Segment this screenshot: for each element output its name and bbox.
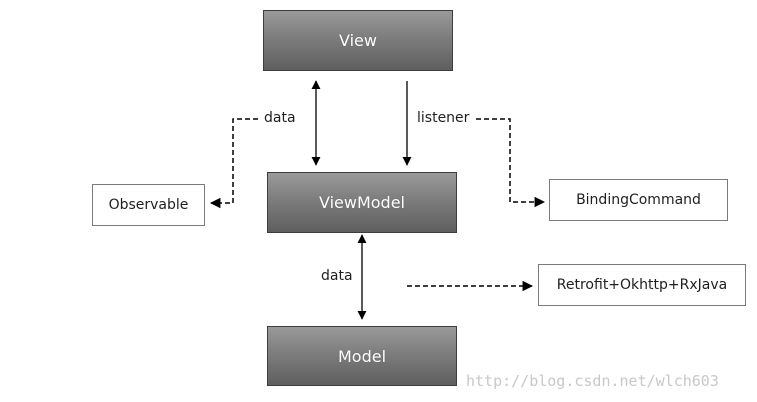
- model-box: Model: [267, 326, 457, 386]
- viewmodel-box-label: ViewModel: [318, 193, 405, 212]
- observable-box: Observable: [92, 184, 205, 226]
- viewmodel-box: ViewModel: [267, 172, 457, 233]
- watermark-url: http://blog.csdn.net/wlch603: [466, 372, 719, 390]
- view-box-label: View: [339, 31, 377, 50]
- binding-command-box: BindingCommand: [549, 179, 728, 221]
- data-label-top: data: [264, 110, 296, 126]
- network-layer-box-label: Retrofit+Okhttp+RxJava: [556, 277, 728, 293]
- listener-label: listener: [417, 110, 470, 126]
- model-box-label: Model: [337, 346, 387, 366]
- binding-command-box-label: BindingCommand: [576, 192, 701, 208]
- observable-box-label: Observable: [108, 197, 189, 213]
- view-box: View: [263, 10, 453, 71]
- network-layer-box: Retrofit+Okhttp+RxJava: [538, 264, 746, 306]
- data-to-observable-arrow: [209, 118, 258, 209]
- listener-to-bindingcommand-arrow: [476, 118, 546, 208]
- data-label-bottom: data: [321, 268, 353, 284]
